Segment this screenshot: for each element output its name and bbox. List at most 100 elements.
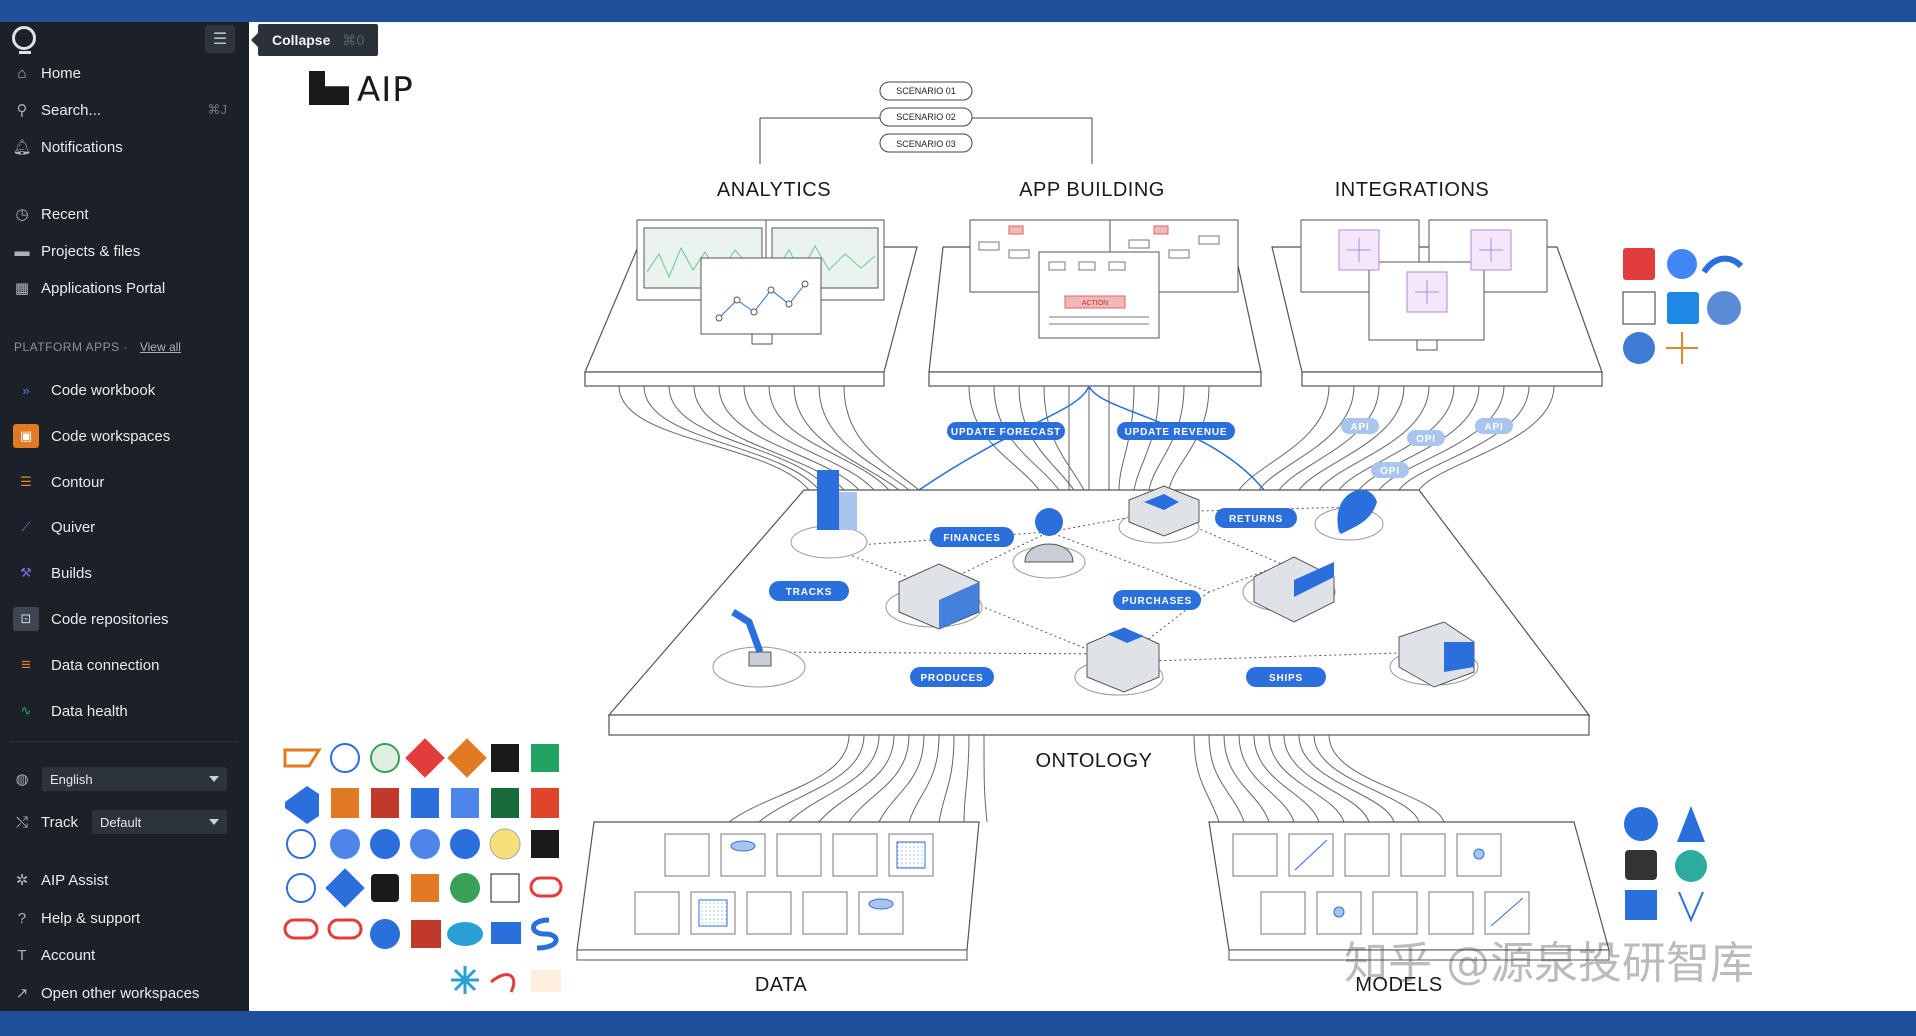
scenario-03-label: SCENARIO 03: [896, 139, 956, 149]
nav-applications-portal[interactable]: ▦ Applications Portal: [0, 272, 249, 304]
gear-cluster-icon: [371, 874, 399, 902]
globe-earth-icon: [450, 873, 480, 903]
robot-arm-icon: [731, 609, 772, 667]
sap-icon: [491, 922, 521, 944]
s-logo-icon: [531, 917, 559, 951]
pycharm-icon: [531, 744, 559, 772]
nav-search[interactable]: ⚲ Search... ⌘J: [0, 94, 249, 126]
powerbi-icon: [1622, 291, 1656, 325]
spark-icon: [490, 973, 516, 993]
opi-pill-2: OPI: [1380, 466, 1400, 477]
warehouse-object-icon: [817, 470, 839, 530]
grid-icon: ▦: [14, 280, 30, 297]
repo-icon: ⊡: [13, 607, 39, 631]
nav-home[interactable]: ⌂ Home: [0, 57, 249, 89]
track-row: ⤭ Track: [0, 806, 249, 838]
chevron-down-icon: [209, 819, 219, 825]
shiny-icon: [1623, 332, 1655, 364]
oracle-ebus-icon: [283, 918, 319, 940]
truck-object-icon: [1398, 621, 1475, 688]
sagemaker-icon: [1678, 891, 1704, 923]
app-builds[interactable]: ⚒ Builds: [0, 555, 249, 591]
app-data-connection[interactable]: ≡ Data connection: [0, 647, 249, 683]
search-icon: ⚲: [16, 102, 28, 119]
scenario-stack: SCENARIO 01 SCENARIO 02 SCENARIO 03: [759, 81, 1093, 164]
package-object-icon: [1086, 627, 1160, 693]
nav-notifications[interactable]: 🔔︎ Notifications: [12, 138, 123, 157]
azure-blocks-icon: [411, 788, 439, 818]
hadoop-icon: [489, 828, 521, 860]
integration-logos: [1622, 248, 1744, 364]
folder-icon: ▬: [14, 242, 30, 260]
clock-icon: ◷: [15, 206, 29, 223]
track-select[interactable]: Default: [92, 810, 227, 834]
vscode-icon: [285, 786, 319, 824]
app-quiver[interactable]: ⟋ Quiver: [0, 509, 249, 545]
palantir-logo-icon[interactable]: [12, 26, 36, 54]
app-code-workbook[interactable]: » Code workbook: [0, 372, 249, 408]
teradata-icon: [531, 970, 561, 992]
git-icon: [405, 738, 445, 778]
database-icon: ≡: [21, 655, 31, 674]
nav-help-support[interactable]: ? Help & support: [0, 902, 249, 934]
scenario-01-label: SCENARIO 01: [896, 86, 956, 96]
tableau-icon: [1666, 332, 1698, 364]
update-revenue-pill: UPDATE REVENUE: [1125, 427, 1228, 438]
aip-logo-title: AIP: [309, 70, 414, 110]
nav-aip-assist[interactable]: ✲ AIP Assist: [0, 864, 249, 896]
finances-pill: FINANCES: [943, 533, 1001, 544]
collapse-button[interactable]: ☰: [205, 25, 235, 53]
r-language-icon: [1707, 291, 1741, 325]
aws-logo-icon: [283, 748, 322, 768]
app-code-repositories[interactable]: ⊡ Code repositories: [0, 601, 249, 637]
ontology-label: ONTOLOGY: [1036, 750, 1153, 772]
main-canvas: AIP SCENARIO 01 SCENARIO 02 SCENARIO 03 …: [249, 22, 1916, 1011]
analytics-label: ANALYTICS: [717, 179, 831, 201]
kubernetes-icon: [370, 829, 400, 859]
sidebar: ☰ ⌂ Home ⚲ Search... ⌘J 🔔︎ Notifications…: [0, 22, 249, 1011]
app-contour[interactable]: ☰ Contour: [0, 464, 249, 500]
data-label: DATA: [755, 974, 808, 996]
view-all-link[interactable]: View all: [139, 340, 181, 354]
app-data-health[interactable]: ∿ Data health: [0, 693, 249, 729]
code-workspaces-icon: ▣: [13, 424, 39, 448]
bars-icon: [411, 874, 439, 902]
account-icon: T: [17, 946, 27, 964]
layers-icon: [410, 829, 440, 859]
oracle-net-icon: [327, 918, 363, 940]
oracle-icon: [529, 876, 563, 898]
app-building-label: APP BUILDING: [1019, 179, 1165, 201]
shuffle-icon: ⤭: [15, 813, 28, 831]
data-tiles: [634, 833, 934, 935]
salesforce-icon: [447, 922, 483, 946]
relationship-pills: UPDATE FORECAST UPDATE REVENUE API OPI A…: [769, 418, 1513, 687]
nav-recent[interactable]: ◷ Recent: [0, 198, 249, 230]
azure-cube-icon: [451, 788, 479, 818]
action-label: ACTION: [1082, 300, 1108, 307]
returns-pill: RETURNS: [1229, 514, 1283, 525]
redis-icon: [411, 920, 441, 948]
watermark-text: 知乎 @源泉投研智库: [1344, 938, 1754, 989]
aip-assist-icon: ✲: [15, 872, 29, 889]
ibm-db2-icon: [531, 830, 559, 858]
produces-pill: PRODUCES: [920, 673, 983, 684]
language-select[interactable]: English: [42, 767, 227, 791]
app-code-workspaces[interactable]: ▣ Code workspaces: [0, 418, 249, 454]
quiver-icon: ⟋: [21, 519, 31, 534]
nav-open-other-workspaces[interactable]: ↗ Open other workspaces: [0, 977, 249, 1009]
alteryx-icon: [1623, 248, 1655, 280]
contour-icon: ☰: [20, 474, 32, 489]
network-icon: [286, 829, 316, 859]
chevron-down-icon: [209, 776, 219, 782]
update-forecast-pill: UPDATE FORECAST: [951, 427, 1061, 438]
opc-ua-icon: [490, 873, 520, 903]
analytics-monitors: [636, 219, 885, 345]
bottom-cables: [728, 734, 1445, 823]
nav-account[interactable]: T Account: [0, 939, 249, 971]
intellij-icon: [491, 744, 519, 772]
globe-icon: ◍: [15, 771, 29, 788]
equals-icon: [450, 829, 480, 859]
nav-projects-files[interactable]: ▬ Projects & files: [0, 235, 249, 267]
code-workbook-icon: »: [22, 382, 30, 398]
hammer-icon: ⚒: [20, 565, 32, 580]
